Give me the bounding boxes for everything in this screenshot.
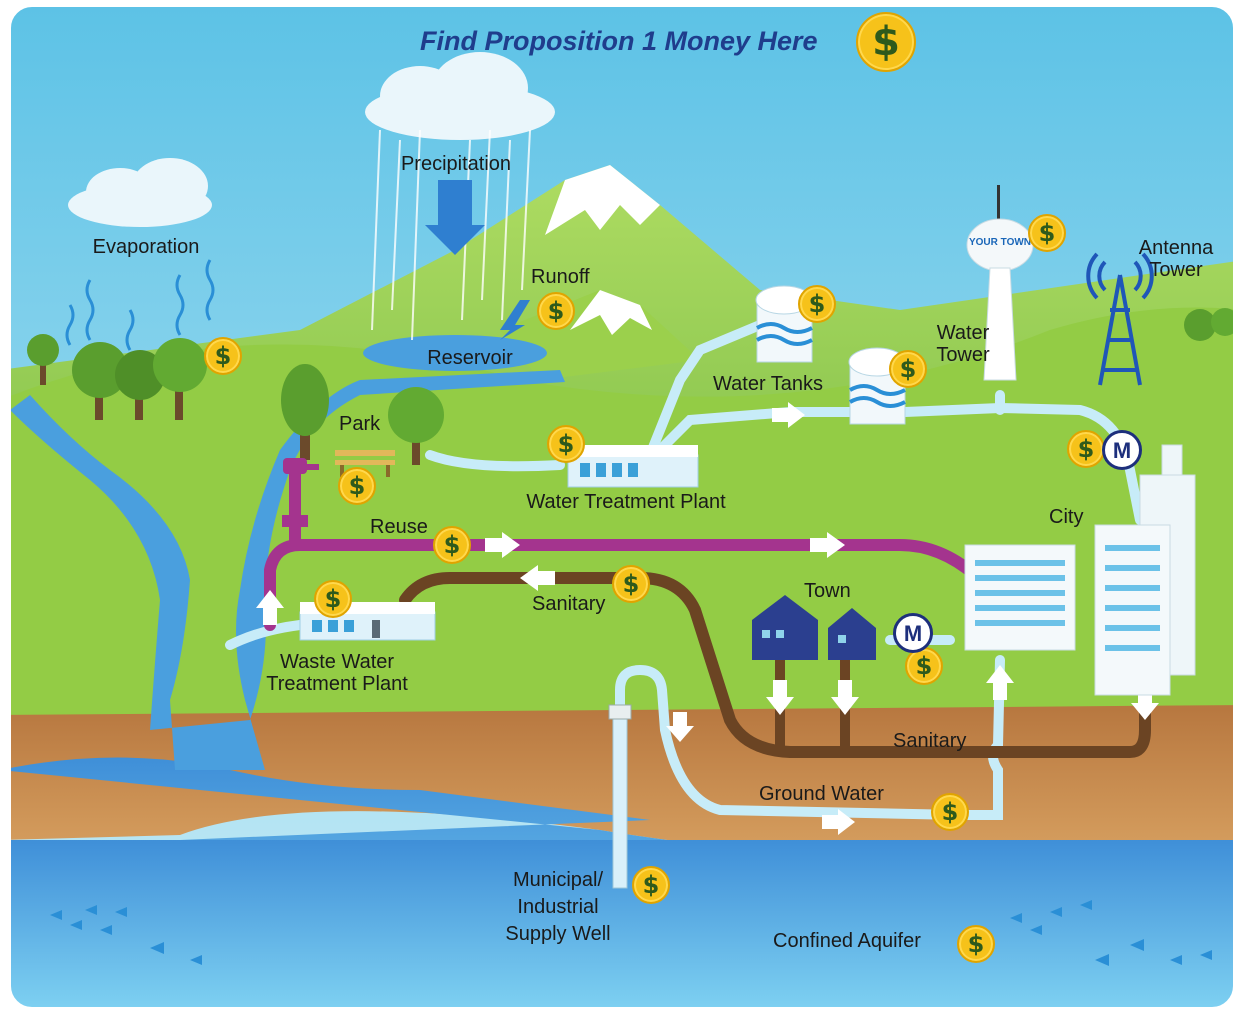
reservoir-lake: [363, 335, 547, 371]
dollar-coin-icon: $: [314, 580, 352, 618]
label-water-tower: Water Tower: [936, 322, 990, 366]
precipitation-cloud: [365, 52, 555, 140]
park-bench: [335, 450, 395, 477]
label-runoff: Runoff: [531, 266, 590, 288]
dollar-coin-icon: $: [1067, 430, 1105, 468]
diagram-title: Find Proposition 1 Money Here: [420, 26, 818, 56]
dollar-coin-icon: $: [1028, 214, 1066, 252]
dollar-coin-icon: $: [338, 467, 376, 505]
label-water-treatment-plant: Water Treatment Plant: [526, 491, 726, 513]
label-precipitation: Precipitation: [400, 153, 512, 175]
label-water-tanks: Water Tanks: [713, 373, 824, 395]
label-reservoir: Reservoir: [427, 347, 513, 369]
runoff-arrow: [500, 300, 530, 340]
fish-school: [50, 900, 1212, 966]
town-houses: [752, 595, 876, 660]
reuse-hydrant: [282, 458, 319, 527]
river: [10, 370, 565, 770]
dollar-coin-icon: $: [612, 565, 650, 603]
precipitation-arrow: [425, 180, 485, 255]
label-town: Town: [804, 580, 851, 602]
dollar-coin-icon: $: [957, 925, 995, 963]
fresh-water-pipes: [225, 320, 1145, 820]
city-buildings: [964, 444, 1196, 696]
forest: [27, 308, 1234, 465]
smart-meter-icon: M: [1102, 430, 1142, 470]
dollar-coin-icon: $: [889, 350, 927, 388]
mountain-snowcap: [545, 165, 660, 235]
antenna-tower: [1086, 252, 1154, 386]
label-sanitary-upper: Sanitary: [532, 593, 606, 615]
dollar-coin-icon: $: [931, 793, 969, 831]
sanitary-pipe: [399, 572, 1151, 758]
dollar-coin-icon: $: [798, 285, 836, 323]
dollar-coin-icon: $: [856, 12, 916, 72]
tower-label: YOUR TOWN: [969, 237, 1031, 248]
dollar-coin-icon: $: [433, 526, 471, 564]
smart-meter-icon: M: [893, 613, 933, 653]
evaporation-cloud: [68, 158, 212, 227]
dollar-coin-icon: $: [537, 292, 575, 330]
label-sanitary-lower: Sanitary: [893, 730, 967, 752]
label-waste-water-treatment-plant: Waste Water Treatment Plant: [266, 651, 408, 695]
dollar-coin-icon: $: [204, 337, 242, 375]
dollar-coin-icon: $: [547, 425, 585, 463]
label-antenna-tower: Antenna Tower: [1138, 237, 1214, 281]
supply-well: [608, 704, 632, 889]
label-municipal-well: Municipal/ Industrial Supply Well: [505, 869, 611, 945]
label-confined-aquifer: Confined Aquifer: [773, 930, 921, 952]
label-reuse: Reuse: [370, 516, 428, 538]
aquifer-bottom: [10, 840, 1234, 1008]
front-mountain-snowcap: [570, 290, 652, 335]
dollar-coin-icon: $: [632, 866, 670, 904]
rain: [371, 129, 531, 341]
flow-arrows: [256, 402, 1159, 835]
label-park: Park: [339, 413, 381, 435]
evaporation-arrows: [65, 259, 215, 351]
label-ground-water: Ground Water: [759, 783, 884, 805]
label-evaporation: Evaporation: [92, 236, 200, 258]
diagram-frame: [9, 5, 1235, 1009]
reuse-pipe: [264, 539, 981, 631]
label-city: City: [1049, 506, 1084, 528]
water-treatment-plant-building: [567, 445, 699, 488]
